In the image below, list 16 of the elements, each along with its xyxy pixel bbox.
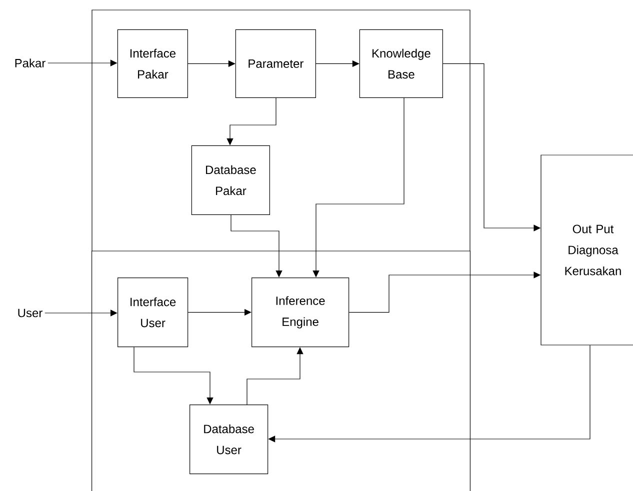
process-box: Interface Pakar [117, 29, 188, 98]
arrow [44, 310, 118, 316]
process-box: Database User [190, 404, 268, 474]
section-frame [92, 250, 470, 491]
arrow [134, 346, 214, 404]
process-box: Parameter [235, 29, 316, 98]
section-frame [92, 10, 470, 252]
arrow [230, 214, 282, 278]
process-box: Out Put Diagnosa Kerusakan [540, 154, 633, 346]
process-box: Inference Engine [252, 278, 350, 348]
process-box: Interface User [118, 278, 188, 348]
process-box: Knowledge Base [359, 29, 443, 98]
actor-label: Pakar [15, 58, 46, 68]
arrow [312, 98, 404, 278]
actor-label: User [18, 308, 42, 318]
process-box: Database Pakar [191, 145, 270, 215]
